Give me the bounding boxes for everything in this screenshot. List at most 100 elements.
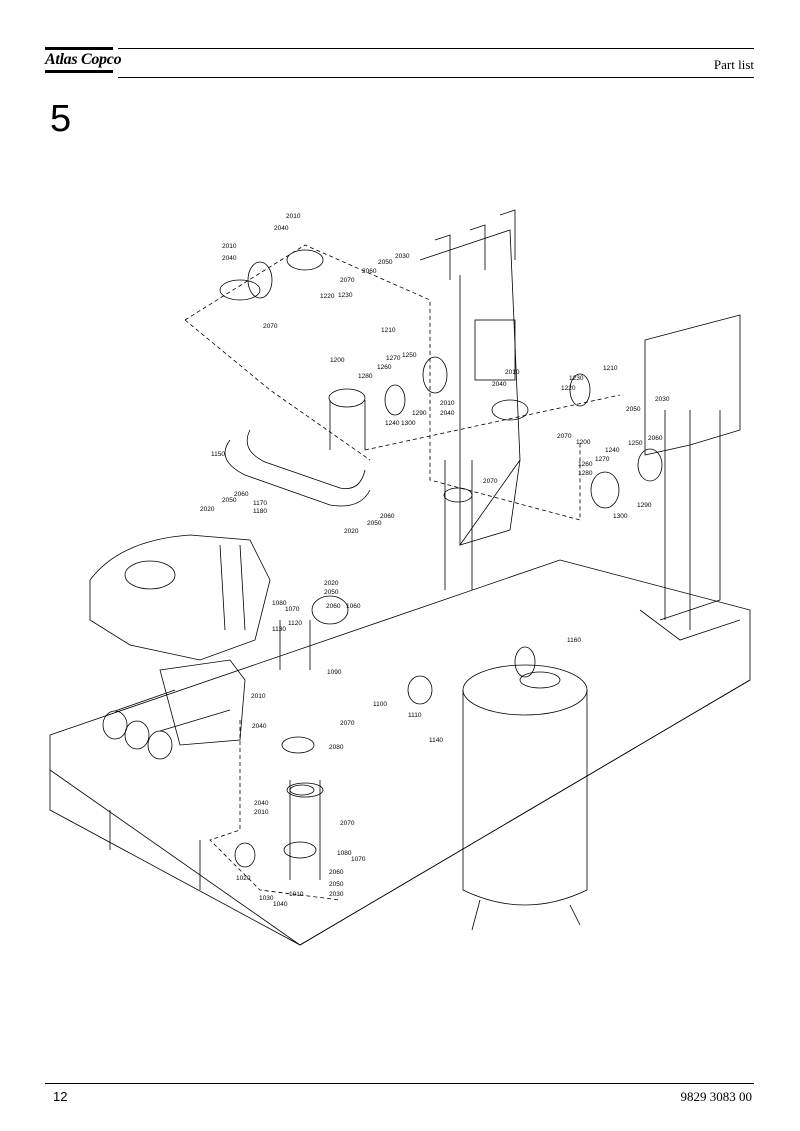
callout: 2070 — [340, 820, 355, 827]
compressor-body — [89, 534, 271, 661]
callout: 1080 — [337, 850, 352, 857]
callout: 1150 — [211, 451, 225, 458]
callout: 1230 — [338, 292, 353, 299]
callout: 1140 — [429, 737, 443, 744]
callout: 1160 — [567, 637, 581, 644]
u-pipe — [224, 439, 371, 507]
dryer-tower-center — [419, 209, 521, 590]
callout: 1030 — [259, 895, 274, 902]
callout: 1300 — [401, 420, 416, 427]
callout: 2040 — [274, 225, 289, 232]
air-receiver — [462, 646, 588, 931]
callout: 1280 — [578, 470, 593, 477]
callout: 1220 — [561, 385, 576, 392]
callout: 1180 — [253, 508, 267, 515]
brand-logo: Atlas Copco — [45, 51, 122, 68]
page-title: Part list — [713, 57, 754, 72]
callout: 1060 — [346, 603, 361, 610]
callout: 1170 — [253, 500, 267, 507]
callout: 1220 — [320, 293, 335, 300]
callout: 2050 — [626, 406, 641, 413]
document-number: 9829 3083 00 — [680, 1089, 753, 1104]
callout-labels: 2010 2040 2010 2040 2070 2070 2050 2030 … — [200, 213, 670, 908]
callout: 1290 — [412, 410, 427, 417]
callout: 1240 — [605, 447, 620, 454]
callout: 1210 — [381, 327, 396, 334]
callout: 1200 — [330, 357, 345, 364]
callout: 2050 — [367, 520, 382, 527]
logo-rule-bottom — [45, 70, 113, 73]
callout: 2060 — [380, 513, 395, 520]
callout: 1040 — [273, 901, 288, 908]
diagram-linework — [49, 209, 751, 946]
header-rule-top — [118, 48, 754, 49]
callout: 1020 — [236, 875, 251, 882]
exploded-view-diagram: 2010 2040 2010 2040 2070 2070 2050 2030 … — [49, 209, 751, 946]
callout: 1080 — [272, 600, 287, 607]
callout: 1070 — [285, 606, 300, 613]
callout: 2020 — [324, 580, 339, 587]
callout: 2060 — [326, 603, 341, 610]
section-number: 5 — [50, 98, 72, 140]
footer-rule — [45, 1083, 754, 1084]
page-number: 12 — [53, 1089, 68, 1104]
callout: 2040 — [492, 381, 507, 388]
callout: 1230 — [569, 375, 584, 382]
callout: 1010 — [289, 891, 304, 898]
callout: 1300 — [613, 513, 628, 520]
callout: 1280 — [358, 373, 373, 380]
callout: 2020 — [200, 506, 215, 513]
callout: 2050 — [329, 881, 344, 888]
callout: 2040 — [440, 410, 455, 417]
callout: 2060 — [362, 268, 377, 275]
callout: 2040 — [222, 255, 237, 262]
callout: 2060 — [234, 491, 249, 498]
callout: 2050 — [378, 259, 393, 266]
callout: 2070 — [557, 433, 572, 440]
callout: 2070 — [263, 323, 278, 330]
callout: 2060 — [648, 435, 663, 442]
callout: 2070 — [483, 478, 498, 485]
callout: 1210 — [603, 365, 618, 372]
callout: 1110 — [408, 712, 422, 719]
callout: 1130 — [272, 626, 286, 633]
callout: 2030 — [655, 396, 670, 403]
dryer-tower-right — [639, 314, 741, 641]
callout: 2050 — [324, 589, 339, 596]
callout: 1200 — [576, 439, 591, 446]
flange-groups — [219, 249, 663, 868]
callout: 1240 — [385, 420, 400, 427]
callout: 1070 — [351, 856, 366, 863]
callout: 2040 — [254, 800, 269, 807]
callout: 1270 — [595, 456, 610, 463]
dashed-guides — [184, 244, 621, 901]
header-rule-bottom — [118, 77, 754, 78]
callout: 2010 — [286, 213, 301, 220]
callout: 1260 — [377, 364, 392, 371]
callout: 2010 — [505, 369, 520, 376]
callout: 1250 — [628, 440, 643, 447]
logo-rule-top — [45, 47, 113, 50]
callout: 2050 — [222, 497, 237, 504]
callout: 1290 — [637, 502, 652, 509]
callout: 2030 — [395, 253, 410, 260]
filters — [102, 689, 231, 760]
callout: 2070 — [340, 277, 355, 284]
callout: 2030 — [329, 891, 344, 898]
callout: 2010 — [251, 693, 266, 700]
callout: 2010 — [254, 809, 269, 816]
callout: 1100 — [373, 701, 387, 708]
frame-base — [49, 559, 751, 946]
callout: 1260 — [578, 461, 593, 468]
callout: 1090 — [327, 669, 342, 676]
callout: 2060 — [329, 869, 344, 876]
callout: 1270 — [386, 355, 401, 362]
callout: 1120 — [288, 620, 302, 627]
callout: 2010 — [222, 243, 237, 250]
callout: 2080 — [329, 744, 344, 751]
callout: 2020 — [344, 528, 359, 535]
callout: 2070 — [340, 720, 355, 727]
callout: 2010 — [440, 400, 455, 407]
callout: 1250 — [402, 352, 417, 359]
callout: 2040 — [252, 723, 267, 730]
